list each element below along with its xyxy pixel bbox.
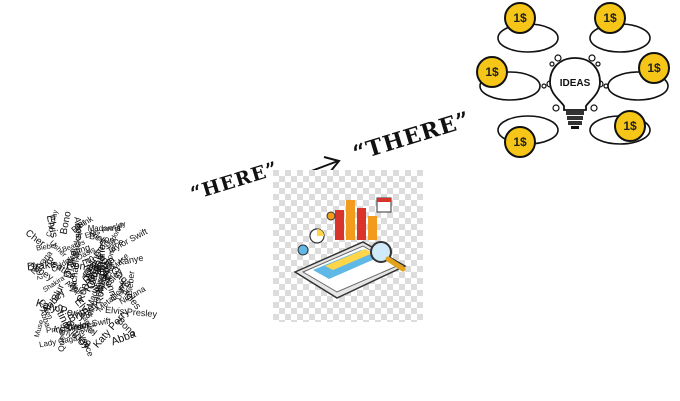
coin-icon: 1$ bbox=[504, 126, 536, 158]
cloud-name-word: Madonna bbox=[87, 223, 121, 233]
there-label: “THERE” bbox=[350, 106, 474, 167]
coin-icon: 1$ bbox=[504, 2, 536, 34]
analytics-illustration-graphic bbox=[273, 170, 423, 322]
analytics-illustration bbox=[273, 170, 423, 322]
here-label: “HERE” bbox=[188, 157, 282, 206]
coin-label: 1$ bbox=[603, 11, 617, 25]
coin-label: 1$ bbox=[647, 61, 661, 75]
coin-icon: 1$ bbox=[594, 2, 626, 34]
coin-label: 1$ bbox=[513, 135, 527, 149]
coin-icon: 1$ bbox=[614, 110, 646, 142]
coin-icon: 1$ bbox=[638, 52, 670, 84]
coin-label: 1$ bbox=[623, 119, 637, 133]
ideas-diagram-graphic: IDEAS 1$ 1$ 1$ 1$ 1$ 1$ bbox=[476, 2, 670, 158]
ideas-money-diagram: IDEAS 1$ 1$ 1$ 1$ 1$ 1$ bbox=[470, 0, 680, 160]
ideas-text: IDEAS bbox=[560, 78, 591, 89]
coin-label: 1$ bbox=[485, 65, 499, 79]
coin-icon: 1$ bbox=[476, 56, 508, 88]
coin-label: 1$ bbox=[513, 11, 527, 25]
cloud-name-word: Elvis Presley bbox=[104, 304, 158, 320]
cloud-name-word: Adele bbox=[72, 216, 85, 242]
cloud-name-word: Muse bbox=[31, 318, 46, 339]
